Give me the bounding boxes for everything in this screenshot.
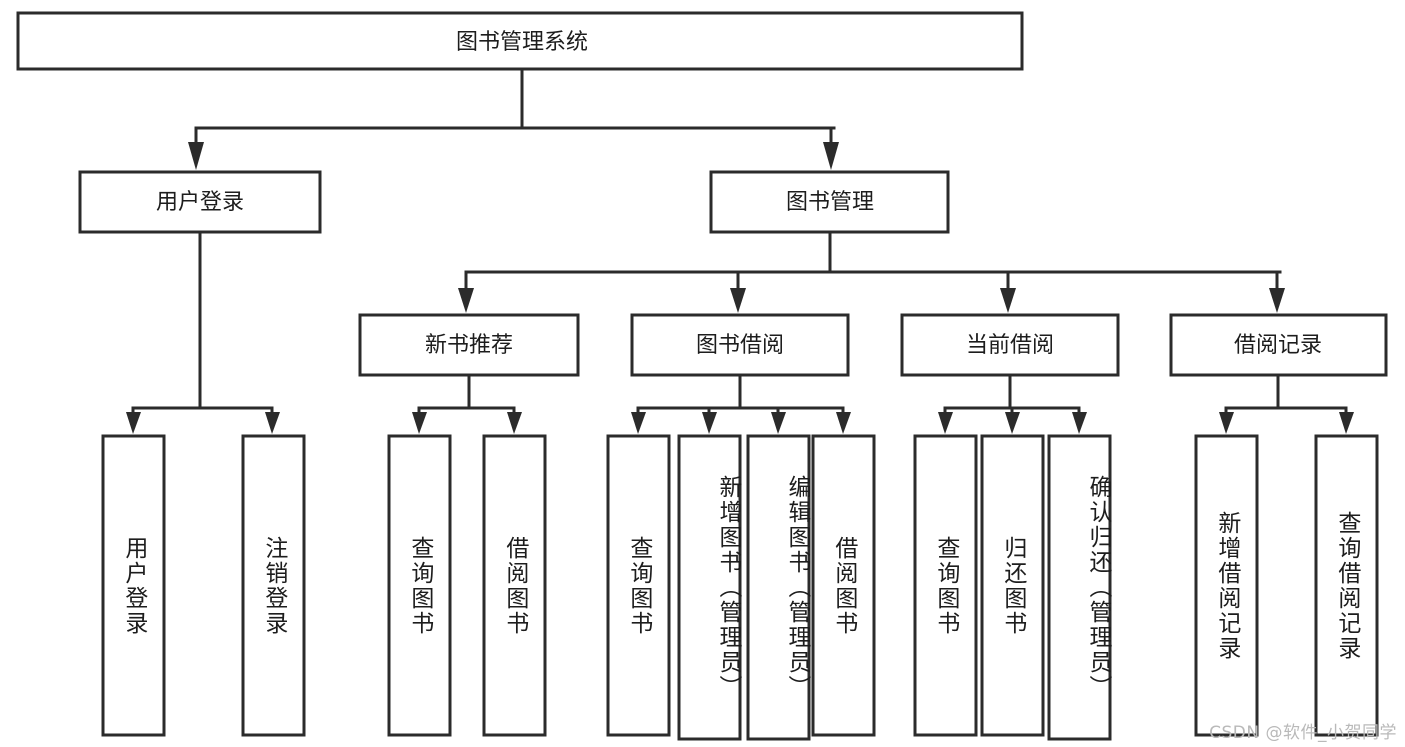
- arrow-head-icon: [1005, 412, 1020, 434]
- leaf-label-query-borrow-record: 查询借阅记录: [1333, 510, 1360, 661]
- leaf-label-query-book-current: 查询图书: [932, 535, 959, 636]
- node-book-management[interactable]: 图书管理: [709, 170, 950, 234]
- node-current-borrow[interactable]: 当前借阅: [900, 313, 1120, 377]
- arrow-head-icon: [265, 412, 280, 434]
- arrow-head-icon: [1339, 412, 1354, 434]
- node-borrow-record[interactable]: 借阅记录: [1169, 313, 1388, 377]
- leaf-label-add-book-admin: 新增图书（管理员）: [715, 475, 741, 700]
- connector-bookmgmt-to-level3: [458, 230, 1285, 313]
- arrow-head-icon: [938, 412, 953, 434]
- arrow-head-icon: [1269, 288, 1285, 313]
- node-book-management-label: 图书管理: [786, 190, 874, 215]
- leaf-box-confirm-return-admin[interactable]: [1047, 434, 1112, 741]
- arrow-head-icon: [823, 142, 839, 170]
- node-borrow-record-box[interactable]: [1169, 313, 1388, 377]
- node-current-borrow-box[interactable]: [900, 313, 1120, 377]
- node-user-login-label: 用户登录: [156, 190, 244, 215]
- arrow-head-icon: [412, 412, 427, 434]
- leaf-label-query-book-new: 查询图书: [406, 535, 433, 636]
- arrow-head-icon: [126, 412, 141, 434]
- leaf-node-boxes: [101, 434, 1379, 741]
- arrow-head-icon: [1000, 288, 1016, 313]
- leaf-box-edit-book-admin[interactable]: [746, 434, 811, 741]
- arrow-head-icon: [631, 412, 646, 434]
- arrow-head-icon: [458, 288, 474, 313]
- watermark-text: CSDN @软件_小贺同学: [1209, 723, 1397, 743]
- leaf-box-logout[interactable]: [241, 434, 306, 737]
- node-new-book-recommend-box[interactable]: [358, 313, 580, 377]
- node-user-login[interactable]: 用户登录: [78, 170, 322, 234]
- connector-newbook-to-leaves: [412, 373, 522, 434]
- connector-record-to-leaves: [1219, 373, 1354, 434]
- leaf-label-add-borrow-record: 新增借阅记录: [1213, 510, 1240, 661]
- leaf-label-confirm-return-admin: 确认归还（管理员）: [1085, 475, 1111, 700]
- leaf-box-add-book-admin[interactable]: [677, 434, 742, 741]
- leaf-label-edit-book-admin: 编辑图书（管理员）: [784, 475, 810, 700]
- arrow-head-icon: [730, 288, 746, 313]
- node-borrow-record-label: 借阅记录: [1234, 333, 1322, 358]
- leaf-label-user-login: 用户登录: [120, 535, 147, 636]
- leaf-label-borrow-book: 借阅图书: [830, 535, 857, 636]
- leaf-box-query-book-borrow[interactable]: [606, 434, 671, 737]
- arrow-head-icon: [188, 142, 204, 170]
- arrow-head-icon: [1072, 412, 1087, 434]
- leaf-box-add-borrow-record[interactable]: [1194, 434, 1259, 737]
- connector-borrow-to-leaves: [631, 373, 851, 434]
- leaf-label-return-book: 归还图书: [999, 535, 1026, 636]
- arrow-head-icon: [507, 412, 522, 434]
- leaf-box-user-login[interactable]: [101, 434, 166, 737]
- leaf-box-query-borrow-record[interactable]: [1314, 434, 1379, 737]
- leaf-box-borrow-book[interactable]: [811, 434, 876, 737]
- leaf-box-query-book-new[interactable]: [387, 434, 452, 737]
- node-root-box[interactable]: [16, 11, 1024, 71]
- leaf-box-query-book-current[interactable]: [913, 434, 978, 737]
- arrow-head-icon: [702, 412, 717, 434]
- arrow-head-icon: [836, 412, 851, 434]
- node-book-borrow-box[interactable]: [630, 313, 850, 377]
- arrow-head-icon: [771, 412, 786, 434]
- node-root-label: 图书管理系统: [456, 30, 588, 55]
- node-new-book-recommend-label: 新书推荐: [425, 333, 513, 358]
- node-new-book-recommend[interactable]: 新书推荐: [358, 313, 580, 377]
- leaf-label-borrow-book-new: 借阅图书: [501, 535, 528, 636]
- leaf-label-logout: 注销登录: [260, 535, 287, 636]
- connector-current-to-leaves: [938, 373, 1087, 434]
- node-book-borrow[interactable]: 图书借阅: [630, 313, 850, 377]
- arrow-head-icon: [1219, 412, 1234, 434]
- connector-userlogin-to-leaves: [126, 230, 280, 434]
- connector-root-to-level2: [188, 67, 839, 170]
- node-current-borrow-label: 当前借阅: [966, 333, 1054, 358]
- node-book-management-box[interactable]: [709, 170, 950, 234]
- node-book-borrow-label: 图书借阅: [696, 333, 784, 358]
- leaf-box-return-book[interactable]: [980, 434, 1045, 737]
- node-user-login-box[interactable]: [78, 170, 322, 234]
- leaf-box-borrow-book-new[interactable]: [482, 434, 547, 737]
- leaf-label-query-book-borrow: 查询图书: [625, 535, 652, 636]
- node-root[interactable]: 图书管理系统: [16, 11, 1024, 71]
